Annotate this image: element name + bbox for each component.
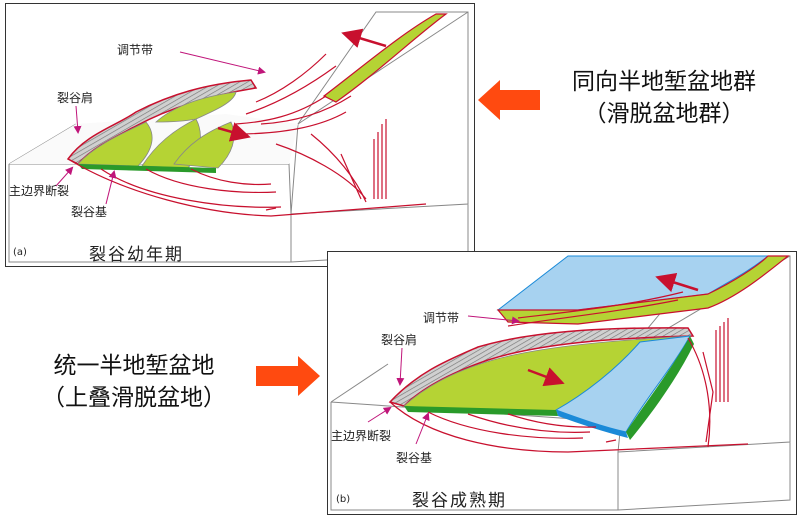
extension-arrow bbox=[217, 122, 251, 142]
label-synthetic-half-graben-group: 同向半地堑盆地群 （滑脱盆地群） bbox=[544, 66, 784, 130]
side-left-line2: （上叠滑脱盆地） bbox=[42, 385, 226, 411]
panel-caption: (a) bbox=[13, 247, 27, 258]
fault-lines bbox=[389, 291, 749, 453]
panel-caption: (b) bbox=[336, 494, 351, 505]
leader-rift-base bbox=[415, 412, 430, 445]
label-rift-shoulder: 裂谷肩 bbox=[57, 91, 94, 105]
leader-rift-shoulder bbox=[73, 105, 82, 134]
label-main-boundary-fault: 主边界断裂 bbox=[331, 429, 392, 443]
leader-transfer-zone bbox=[467, 315, 520, 325]
leader-transfer-zone bbox=[179, 51, 266, 75]
rift-shoulder bbox=[388, 327, 695, 407]
label-rift-shoulder: 裂谷肩 bbox=[381, 333, 418, 347]
stage-title: 裂谷幼年期 bbox=[89, 245, 184, 265]
rift-base-green-right bbox=[626, 336, 694, 440]
water-near bbox=[554, 335, 691, 433]
basin-strip-far bbox=[322, 13, 448, 103]
water-far bbox=[496, 255, 770, 311]
basin-3 bbox=[173, 121, 235, 169]
label-transfer-zone: 调节带 bbox=[117, 43, 154, 57]
label-rift-base: 裂谷基 bbox=[71, 205, 108, 219]
leader-rift-base bbox=[105, 170, 117, 205]
panel-rift-mature-stage: 调节带 裂谷肩 主边界断裂 裂谷基 (b) 裂谷成熟期 bbox=[327, 251, 797, 515]
big-arrow-left bbox=[478, 80, 540, 120]
extension-arrow bbox=[655, 272, 699, 293]
basin-1 bbox=[77, 121, 153, 167]
rift-base-green bbox=[78, 164, 216, 173]
rift-mature-block-diagram bbox=[330, 255, 791, 511]
basin-4 bbox=[154, 91, 237, 123]
rift-base-green bbox=[404, 406, 558, 416]
big-arrow-right bbox=[256, 356, 320, 396]
stage-title: 裂谷成熟期 bbox=[412, 491, 507, 511]
label-rift-base: 裂谷基 bbox=[396, 451, 433, 465]
side-right-line1: 同向半地堑盆地群 bbox=[572, 69, 756, 95]
water-near-edge bbox=[556, 410, 628, 438]
extension-arrow bbox=[341, 28, 387, 48]
label-transfer-zone: 调节带 bbox=[423, 311, 460, 325]
label-unified-half-graben: 统一半地堑盆地 （上叠滑脱盆地） bbox=[24, 350, 244, 414]
side-left-line1: 统一半地堑盆地 bbox=[53, 353, 215, 379]
leader-main-fault bbox=[367, 406, 392, 423]
side-right-line2: （滑脱盆地群） bbox=[583, 101, 745, 127]
leader-rift-shoulder bbox=[396, 347, 405, 386]
rift-juvenile-block-diagram bbox=[8, 11, 469, 263]
label-main-boundary-fault: 主边界断裂 bbox=[9, 184, 70, 198]
leader-main-fault bbox=[55, 166, 74, 187]
panel-rift-juvenile-stage: 调节带 裂谷肩 主边界断裂 裂谷基 (a) 裂谷幼年期 bbox=[5, 3, 475, 267]
extension-arrow bbox=[527, 367, 565, 387]
